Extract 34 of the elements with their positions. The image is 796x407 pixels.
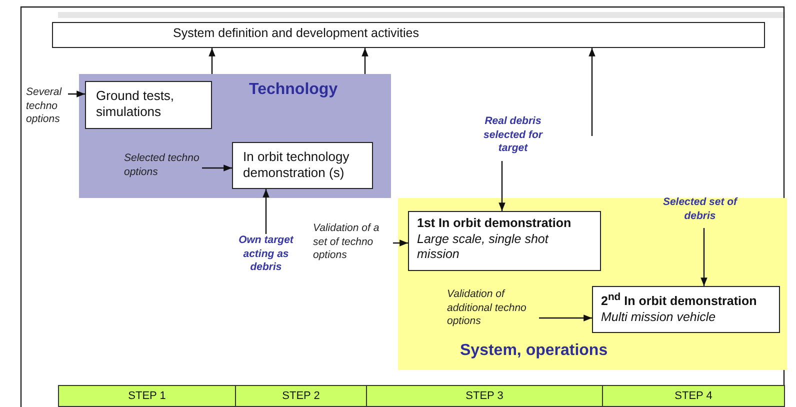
step-cell: STEP 4 [602, 385, 785, 407]
arrow [362, 48, 368, 74]
arrow [498, 161, 506, 211]
arrow [700, 228, 708, 286]
process-box: Ground tests, simulations [85, 81, 212, 129]
arrow [588, 48, 596, 136]
step-cell: STEP 2 [235, 385, 367, 407]
annotation-text: Validation of additional techno options [447, 288, 539, 334]
annotation-text: Selected techno options [124, 152, 202, 186]
process-box: In orbit technology demonstration (s) [232, 142, 373, 189]
process-box [408, 211, 601, 271]
arrow [68, 90, 85, 98]
process-box [592, 286, 780, 333]
annotation-text: Selected set of debris [660, 196, 740, 228]
box-title: 1st In orbit demonstration [417, 216, 572, 232]
step-cell: STEP 1 [58, 385, 236, 407]
annotation-text: Several techno options [26, 86, 68, 130]
box-subtitle: Multi mission vehicle [601, 310, 717, 326]
arrow [393, 240, 408, 246]
annotation-text: Real debris selected for target [478, 115, 548, 161]
step-cell: STEP 3 [366, 385, 603, 407]
box-subtitle: Large scale, single shot mission [417, 232, 550, 263]
box-title: 2$^{nd}$ In orbit demonstration [601, 291, 758, 310]
panel-title: Technology [249, 81, 338, 99]
group-panel [79, 74, 391, 198]
arrow [202, 164, 232, 172]
annotation-text: Own target acting as debris [236, 234, 296, 282]
group-panel [398, 198, 787, 370]
annotation-text: Validation of a set of techno options [313, 222, 393, 268]
arrow [262, 189, 270, 234]
arrow [539, 314, 592, 322]
process-box: System definition and development activities [52, 22, 765, 48]
arrow [208, 48, 216, 74]
panel-title: System, operations [460, 342, 608, 360]
